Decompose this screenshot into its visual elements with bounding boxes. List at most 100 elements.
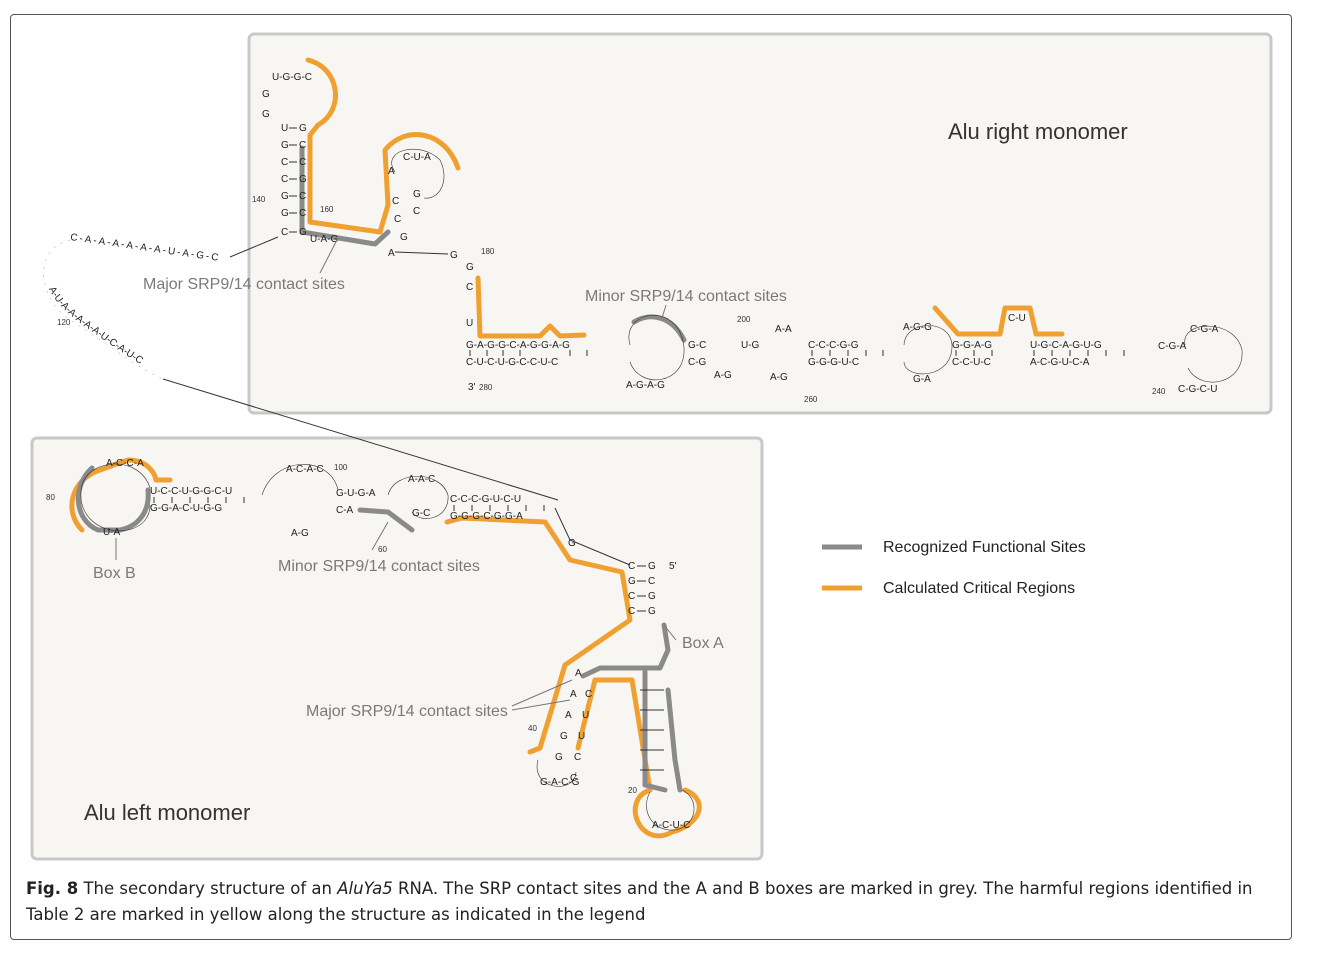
legend-label-recognized: Recognized Functional Sites <box>883 539 1086 556</box>
legend-label-critical: Calculated Critical Regions <box>883 580 1075 597</box>
nt-stem-l-5: G <box>281 208 289 219</box>
nt-cgr-1: C <box>648 576 655 587</box>
nt-hb-0: C <box>585 689 592 700</box>
nt-right-top-1: G-A-G-G-C-A-G-G-A-G <box>466 340 570 351</box>
minor-bottom-pointer <box>371 521 389 551</box>
left-small-loop-outline <box>536 759 577 787</box>
nt-left-bot-1: G-G-A-C-U-G-G <box>150 503 222 514</box>
nt-stem-l-2: C <box>281 157 288 168</box>
nt-right-loop1-bot: A-G-A-G <box>626 380 665 391</box>
nt-stem-r-3: G <box>299 174 307 185</box>
nt-cgr-3: G <box>648 606 656 617</box>
nt-ha-0: A <box>575 668 582 679</box>
nt-loop-bottom-left: G-A-C-G <box>540 777 580 788</box>
nt-right-top-2: C-C-C-G-G <box>808 340 859 351</box>
nt-cg-0: C <box>628 561 635 572</box>
major-top-pointer <box>319 237 339 274</box>
critical-region-boxb <box>69 457 173 533</box>
right-stem-bonds <box>469 350 1125 356</box>
nt-stem-l-0: U <box>281 123 288 134</box>
caption-post: RNA. The SRP contact sites and the A and… <box>26 879 1253 924</box>
nt-cgr-2: G <box>648 591 656 602</box>
caption-fig-label: Fig. 8 <box>26 879 79 898</box>
nt-stem-r-5: C <box>299 208 306 219</box>
nt-left-gc: G-C <box>412 508 430 519</box>
linker-line-top <box>394 251 449 255</box>
figure-caption: Fig. 8 The secondary structure of an Alu… <box>26 876 1276 928</box>
label-major-bottom: Major SRP9/14 contact sites <box>306 703 508 720</box>
nt-cg-1: G <box>628 576 636 587</box>
num-260: 260 <box>804 395 818 404</box>
nt-left-aac: A-A-C <box>408 474 435 485</box>
nt-stem-l-3: C <box>281 174 288 185</box>
num-240: 240 <box>1152 387 1166 396</box>
legend: Recognized Functional Sites Calculated C… <box>822 539 1086 597</box>
recognized-minor-bottom <box>357 507 415 533</box>
stem-right-column: G C C G C C G <box>299 123 307 238</box>
nt-right-agg: A-G-G <box>903 322 932 333</box>
nt-left-ga: G-U-G-A <box>336 488 376 499</box>
nt-h2-a1: C <box>392 196 399 207</box>
critical-region-hairpin1 <box>305 57 461 235</box>
nt-ha-3: G <box>560 731 568 742</box>
nt-left-ca: C-A <box>336 505 354 516</box>
nt-stem-r-6: G <box>299 227 307 238</box>
nt-right-bot-1: C-U-C-U-G-C-C-U-C <box>466 357 558 368</box>
major-bottom-pointer <box>511 679 573 711</box>
num-200: 200 <box>737 315 751 324</box>
left-monomer-panel <box>30 436 764 861</box>
nt-right-top-4: U-G-C-A-G-U-G <box>1030 340 1102 351</box>
nt-ha-2: A <box>565 710 572 721</box>
nt-right-loop-top: C-G-A <box>1190 324 1219 335</box>
nt-cg-3: C <box>628 606 635 617</box>
recognized-boxa <box>580 622 671 679</box>
left-5prime-stem: C G C C G C G G 5' <box>628 561 677 617</box>
left-monomer-title: Alu left monomer <box>84 800 250 825</box>
nt-h2-b2: G <box>400 232 408 243</box>
nt-stem-r-0: G <box>299 123 307 134</box>
tail-backbone-line <box>162 378 559 501</box>
nt-right-cg-bot: C-G-C-U <box>1178 384 1217 395</box>
boxa-pointer <box>663 624 677 641</box>
boxa-left-bonds <box>640 689 664 771</box>
nt-h2-a2: C <box>394 214 401 225</box>
linker-line-left <box>554 507 631 566</box>
right-terminal-loop-outline <box>1184 325 1243 383</box>
nt-stem-l-6: C <box>281 227 288 238</box>
right-monomer-title: Alu right monomer <box>948 119 1128 144</box>
critical-regions <box>69 57 1065 839</box>
nt-right-cu-top: C-U <box>1008 313 1026 324</box>
critical-region-stem-right <box>475 275 587 339</box>
right-hairpin-loop-outline <box>646 789 695 831</box>
nt-right-cg-top: C-G-A <box>1158 341 1187 352</box>
nt-right-bot-3: C-C-U-C <box>952 357 991 368</box>
nt-cgr-0: G <box>648 561 656 572</box>
num-280: 280 <box>479 383 493 392</box>
nt-right-hm-bot: C-G <box>688 357 707 368</box>
nt-loop-left1: G <box>262 89 270 100</box>
nt-boxb-loop: A-C-C-A <box>106 458 144 469</box>
nt-left-top-1: U-C-C-U-G-G-C-U <box>150 486 232 497</box>
caption-rna-name: AluYa5 <box>337 879 393 898</box>
nt-stem-l-1: G <box>281 140 289 151</box>
nt-ha-1: A <box>570 689 577 700</box>
nt-loop-right: A-C-U-C <box>652 820 690 831</box>
nt-h2-loop: C-U-A <box>403 152 431 163</box>
right-long-stem: G G C U G-A-G-G-C-A-G-G-A-G C-U-C-U-G-C-… <box>450 250 1243 395</box>
num-140: 140 <box>252 195 266 204</box>
right-monomer-panel <box>247 32 1273 415</box>
nt-right-ga: G-A <box>913 374 931 385</box>
nt-left-ag: A-G <box>291 528 309 539</box>
critical-region-right-loop <box>932 305 1065 337</box>
right-loop1-outline <box>628 315 685 381</box>
num-160: 160 <box>320 205 334 214</box>
nt-left-top-2: C-C-C-G-U-C-U <box>450 494 521 505</box>
num-80: 80 <box>46 493 55 502</box>
num-60: 60 <box>378 545 387 554</box>
nt-u182: U <box>466 318 473 329</box>
nt-three-prime: 3' <box>468 382 476 393</box>
linker-line-top2 <box>229 236 279 258</box>
critical-region-left-hairpin <box>575 677 702 839</box>
stem-top-bonds <box>289 127 297 233</box>
